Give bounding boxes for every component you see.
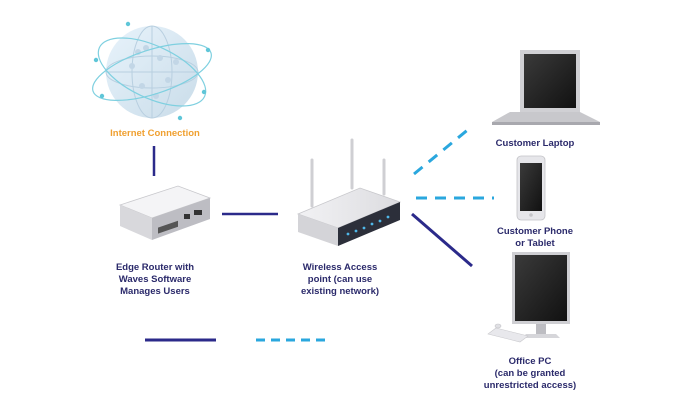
globe-icon: [92, 21, 212, 121]
desktop-pc-icon: [487, 252, 570, 343]
access-point-icon: [296, 138, 402, 246]
laptop-label-line: Customer Laptop: [495, 138, 575, 149]
access-point-label: Wireless Access point (can use existing …: [285, 262, 395, 298]
access-point-label-line: Wireless Access: [302, 262, 378, 273]
access-point-label-line: existing network): [300, 286, 380, 297]
laptop-label: Customer Laptop: [480, 138, 590, 150]
office-pc-label-line: (can be granted: [494, 368, 566, 379]
ap-laptop-wireless-line: [413, 126, 471, 176]
phone-icon: [516, 155, 546, 221]
router-label: Edge Router with Waves Software Manages …: [100, 262, 210, 298]
router-label-line: Edge Router with: [115, 262, 195, 273]
internet-connection-label: Internet Connection: [110, 128, 200, 139]
phone-label-line: Customer Phone: [496, 226, 573, 237]
office-pc-label-line: unrestricted access): [483, 380, 577, 391]
router-label-line: Waves Software: [118, 274, 192, 285]
ap-pc-wired-line: [411, 212, 473, 268]
phone-label-line: or Tablet: [515, 238, 555, 249]
laptop-icon: [492, 50, 600, 125]
office-pc-label-line: Office PC: [508, 356, 552, 367]
access-point-label-line: point (can use: [307, 274, 373, 285]
router-icon: [118, 185, 212, 240]
router-label-line: Manages Users: [120, 286, 190, 297]
phone-label: Customer Phone or Tablet: [480, 226, 590, 250]
office-pc-label: Office PC (can be granted unrestricted a…: [470, 356, 590, 392]
